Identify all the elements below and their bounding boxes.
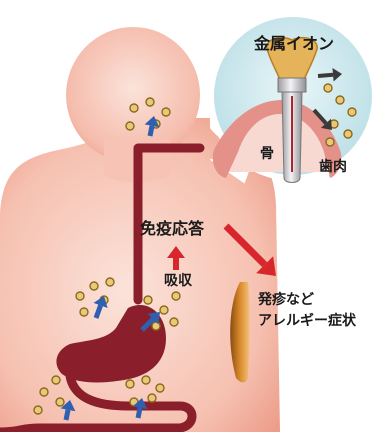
metal-ion-particle [148,394,156,402]
bone-label: 骨 [260,146,274,162]
metal-ion-particle [52,376,60,384]
metal-ion-particle [160,306,168,314]
metal-ion-particle [90,282,98,290]
metal-ion-particle [326,138,334,146]
implant-abutment [278,78,306,92]
metal-ion-particle [336,96,344,104]
metal-ion-particle [146,98,154,106]
immune-response-label: 免疫応答 [140,220,204,238]
implant-core [291,96,293,172]
metal-ion-particle [324,84,332,92]
metal-ion-particle [344,130,352,138]
metal-ion-particle [130,104,138,112]
metal-ions-label: 金属イオン [254,35,334,53]
symptom-label-line2: アレルギー症状 [258,313,356,329]
metal-ion-particle [348,108,356,116]
metal-ion-particle [126,380,134,388]
absorption-label: 吸収 [164,273,192,289]
metal-ion-particle [170,318,178,326]
metal-ion-particle [76,292,84,300]
symptom-label-line1: 発疹など [258,292,314,308]
metal-ion-particle [172,292,180,300]
metal-ion-particle [156,384,164,392]
metal-ion-particle [34,406,42,414]
metal-ion-particle [126,122,134,130]
gum-label: 歯肉 [319,159,347,175]
metal-ion-particle [142,376,150,384]
metal-ion-particle [40,388,48,396]
metal-ion-particle [152,322,160,330]
metal-ion-particle [56,398,64,406]
metal-ion-particle [162,108,170,116]
metal-ion-particle [106,278,114,286]
metal-ion-particle [80,308,88,316]
metal-ion-particle [144,296,152,304]
